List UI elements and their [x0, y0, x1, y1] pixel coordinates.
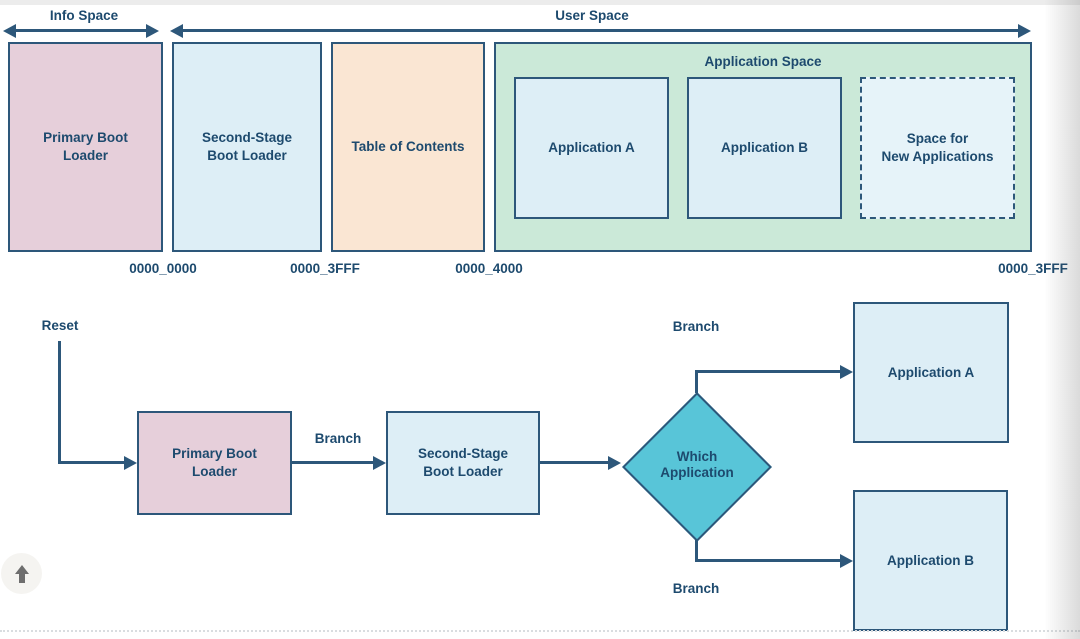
page-bottom-divider: [0, 630, 1080, 632]
user-space-arrow-line: [181, 29, 1019, 32]
memory-block-second-stage-boot-loader: Second-Stage Boot Loader: [172, 42, 322, 252]
decision-label: Which Application: [660, 449, 734, 481]
info-space-label: Info Space: [49, 8, 119, 23]
memory-block-space-for-new-applications: Space for New Applications: [860, 77, 1015, 219]
branch-label-to-app-b: Branch: [672, 581, 720, 596]
up-arrow-icon: [14, 564, 29, 574]
flow-node-second-stage-boot-loader: Second-Stage Boot Loader: [386, 411, 540, 515]
page-right-edge-shadow: [1044, 0, 1080, 639]
application-space-label: Application Space: [704, 54, 822, 69]
arrow-pbl-to-sbl-head-icon: [373, 456, 386, 470]
branch-b-vertical-line: [695, 540, 698, 562]
flow-node-label: Primary Boot Loader: [172, 446, 257, 479]
scroll-to-top-button[interactable]: [1, 553, 42, 594]
flow-node-label: Second-Stage Boot Loader: [417, 446, 509, 479]
user-space-label: User Space: [555, 8, 629, 23]
address-label-0000-3fff: 0000_3FFF: [290, 261, 360, 276]
reset-label: Reset: [41, 318, 79, 333]
reset-arrow-horizontal-line: [58, 461, 124, 464]
branch-b-horizontal-line: [695, 559, 840, 562]
branch-a-horizontal-line: [695, 370, 840, 373]
up-arrow-icon-stem: [18, 573, 25, 583]
info-space-arrow-right-icon: [146, 24, 159, 38]
flow-node-label: Application A: [887, 364, 975, 380]
memory-block-application-b: Application B: [687, 77, 842, 219]
branch-b-arrowhead-icon: [840, 554, 853, 568]
memory-block-table-of-contents: Table of Contents: [331, 42, 485, 252]
branch-label-to-app-a: Branch: [672, 319, 720, 334]
branch-a-vertical-line: [695, 371, 698, 393]
memory-block-application-a: Application A: [514, 77, 669, 219]
memory-block-application-space: Application Space Application A Applicat…: [494, 42, 1032, 252]
user-space-arrow-right-icon: [1018, 24, 1031, 38]
flow-node-primary-boot-loader: Primary Boot Loader: [137, 411, 292, 515]
arrow-pbl-to-sbl-line: [292, 461, 373, 464]
address-label-0000-4000: 0000_4000: [455, 261, 523, 276]
memory-block-label: Table of Contents: [351, 139, 465, 155]
memory-block-label: Application A: [548, 140, 635, 156]
info-space-arrow-left-icon: [3, 24, 16, 38]
arrow-sbl-to-diamond-line: [540, 461, 608, 464]
info-space-arrow-line: [14, 29, 148, 32]
arrow-sbl-to-diamond-head-icon: [608, 456, 621, 470]
branch-a-arrowhead-icon: [840, 365, 853, 379]
memory-block-label: Space for New Applications: [881, 131, 994, 164]
flow-node-label: Application B: [887, 552, 974, 568]
flow-node-application-a: Application A: [853, 302, 1009, 443]
address-label-0000-0000: 0000_0000: [129, 261, 197, 276]
memory-block-label: Primary Boot Loader: [43, 130, 128, 163]
reset-arrowhead-icon: [124, 456, 137, 470]
memory-block-label: Application B: [721, 140, 808, 156]
memory-block-label: Second-Stage Boot Loader: [201, 130, 293, 163]
page-top-edge: [0, 0, 1080, 5]
reset-arrow-vertical-line: [58, 341, 61, 464]
memory-block-primary-boot-loader: Primary Boot Loader: [8, 42, 163, 252]
branch-label-to-sbl: Branch: [314, 431, 362, 446]
address-label-0000-3fff-end: 0000_3FFF: [998, 261, 1068, 276]
user-space-arrow-left-icon: [170, 24, 183, 38]
flow-node-application-b: Application B: [853, 490, 1008, 631]
